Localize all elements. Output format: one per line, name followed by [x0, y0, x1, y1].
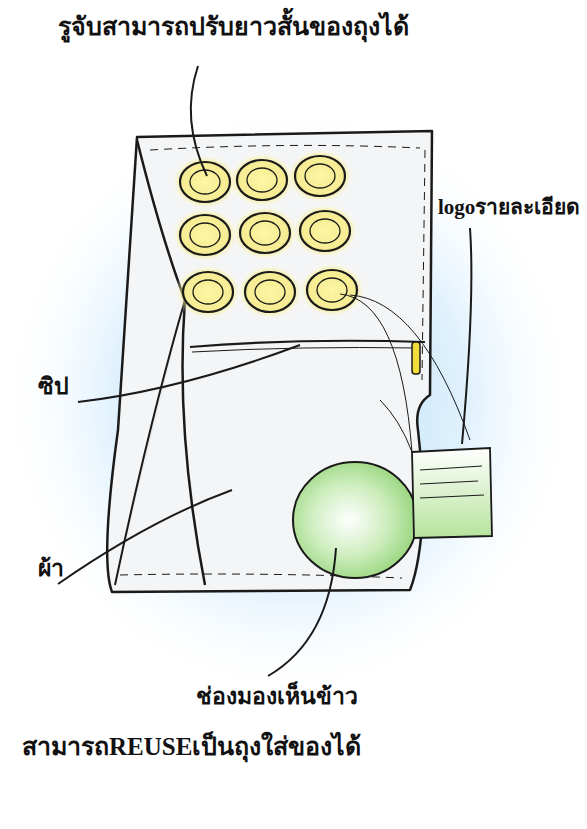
- callout-label: ผ้า: [38, 555, 64, 583]
- leader-lines: [58, 66, 471, 676]
- bag-body: [107, 131, 432, 592]
- callout-label: logoรายละเอียด: [438, 195, 580, 220]
- background-glow: [0, 100, 580, 700]
- callout-label: รูจับสามารถปรับยาวสั้นของถุงได้: [58, 12, 409, 42]
- note-label: สามารถREUSEเป็นถุงใส่ของได้: [22, 732, 361, 762]
- handle-holes: [171, 148, 366, 320]
- rice-window: [293, 462, 417, 578]
- callout-label: ซิป: [38, 373, 69, 401]
- callout-label: ช่องมองเห็นข้าว: [196, 683, 358, 711]
- zipper: [190, 341, 425, 374]
